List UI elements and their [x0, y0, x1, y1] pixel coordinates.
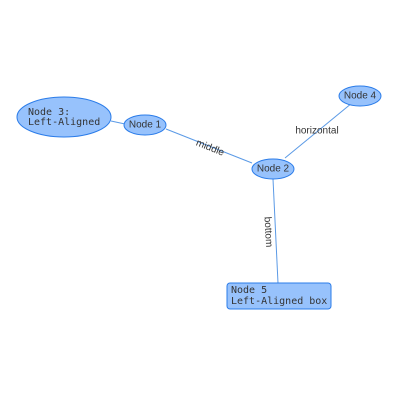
node-3-label-line2: Left-Aligned — [28, 117, 100, 128]
node-5-shape — [226, 282, 332, 310]
edge-node1-node2[interactable] — [165, 128, 253, 164]
node-1-label: Node 1 — [129, 120, 162, 131]
edge-label-horizontal: horizontal — [295, 126, 338, 137]
edge-node3-node1[interactable] — [110, 120, 126, 125]
edge-node2-node5[interactable] — [272, 178, 279, 284]
node-1-shape — [123, 114, 167, 136]
node-3[interactable]: Node 3: Left-Aligned — [16, 96, 112, 138]
node-5[interactable]: Node 5 Left-Aligned box — [226, 282, 332, 310]
edges-layer — [110, 102, 353, 284]
nodes-layer: Node 3: Left-Aligned Node 1 Node 2 Node … — [16, 85, 382, 310]
node-4[interactable]: Node 4 — [338, 85, 382, 107]
node-3-label-line1: Node 3: — [28, 107, 70, 118]
node-2-label: Node 2 — [257, 164, 290, 175]
node-1[interactable]: Node 1 — [123, 114, 167, 136]
node-5-label-line1: Node 5 — [231, 285, 267, 296]
node-2-shape — [251, 158, 295, 180]
node-2[interactable]: Node 2 — [251, 158, 295, 180]
node-5-label-line2: Left-Aligned box — [231, 296, 327, 307]
edge-node2-node4[interactable] — [284, 102, 353, 159]
edge-labels-layer: middle horizontal bottom — [194, 126, 338, 248]
node-3-shape — [16, 96, 112, 138]
edge-label-bottom: bottom — [262, 216, 275, 247]
edge-label-middle: middle — [194, 138, 226, 159]
node-4-label: Node 4 — [344, 91, 377, 102]
node-4-shape — [338, 85, 382, 107]
